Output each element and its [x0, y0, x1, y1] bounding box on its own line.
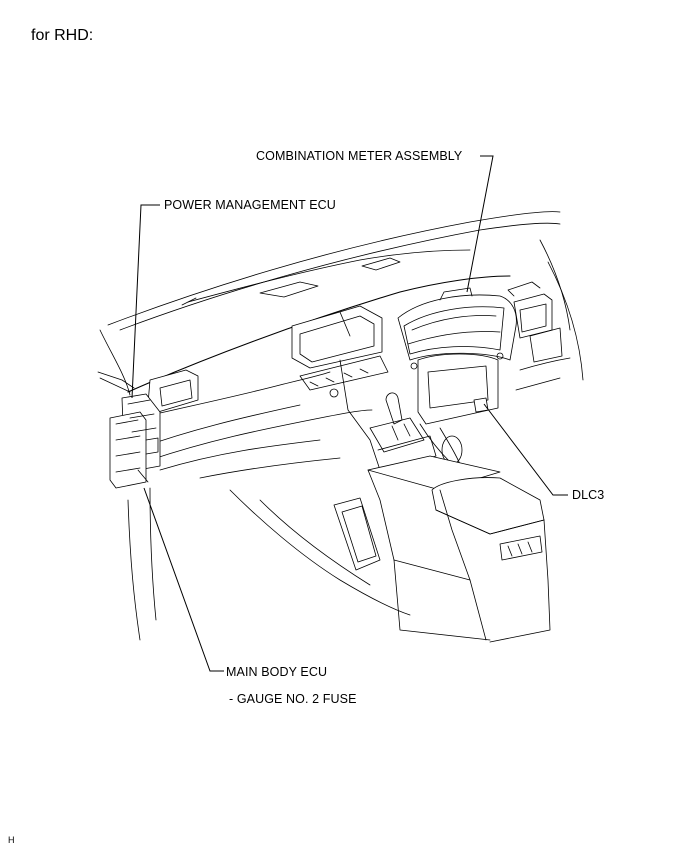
- leader-power-management-ecu: [131, 204, 160, 399]
- windshield-outline: [99, 211, 584, 396]
- center-stack: [291, 305, 389, 471]
- dashboard-top: [97, 249, 511, 393]
- page-heading: for RHD:: [31, 27, 94, 44]
- leader-lines: [131, 155, 568, 672]
- label-combination-meter-assembly: COMBINATION METER ASSEMBLY: [256, 149, 463, 163]
- figure-code: H: [8, 835, 15, 845]
- lower-dash-panel: [127, 409, 411, 641]
- left-vent: [129, 369, 331, 449]
- label-power-management-ecu: POWER MANAGEMENT ECU: [164, 198, 336, 212]
- combination-meter: [397, 287, 517, 370]
- steering-column: [417, 353, 499, 471]
- leader-main-body-ecu: [143, 487, 224, 672]
- ecu-module: [109, 393, 161, 489]
- right-vent: [507, 281, 571, 391]
- label-dlc3: DLC3: [572, 488, 605, 502]
- center-console: [333, 455, 551, 643]
- leader-dlc3: [483, 403, 568, 496]
- label-main-body-ecu: MAIN BODY ECU: [226, 665, 328, 679]
- label-gauge-no2-fuse: - GAUGE NO. 2 FUSE: [229, 692, 357, 706]
- leader-combination-meter: [466, 155, 494, 293]
